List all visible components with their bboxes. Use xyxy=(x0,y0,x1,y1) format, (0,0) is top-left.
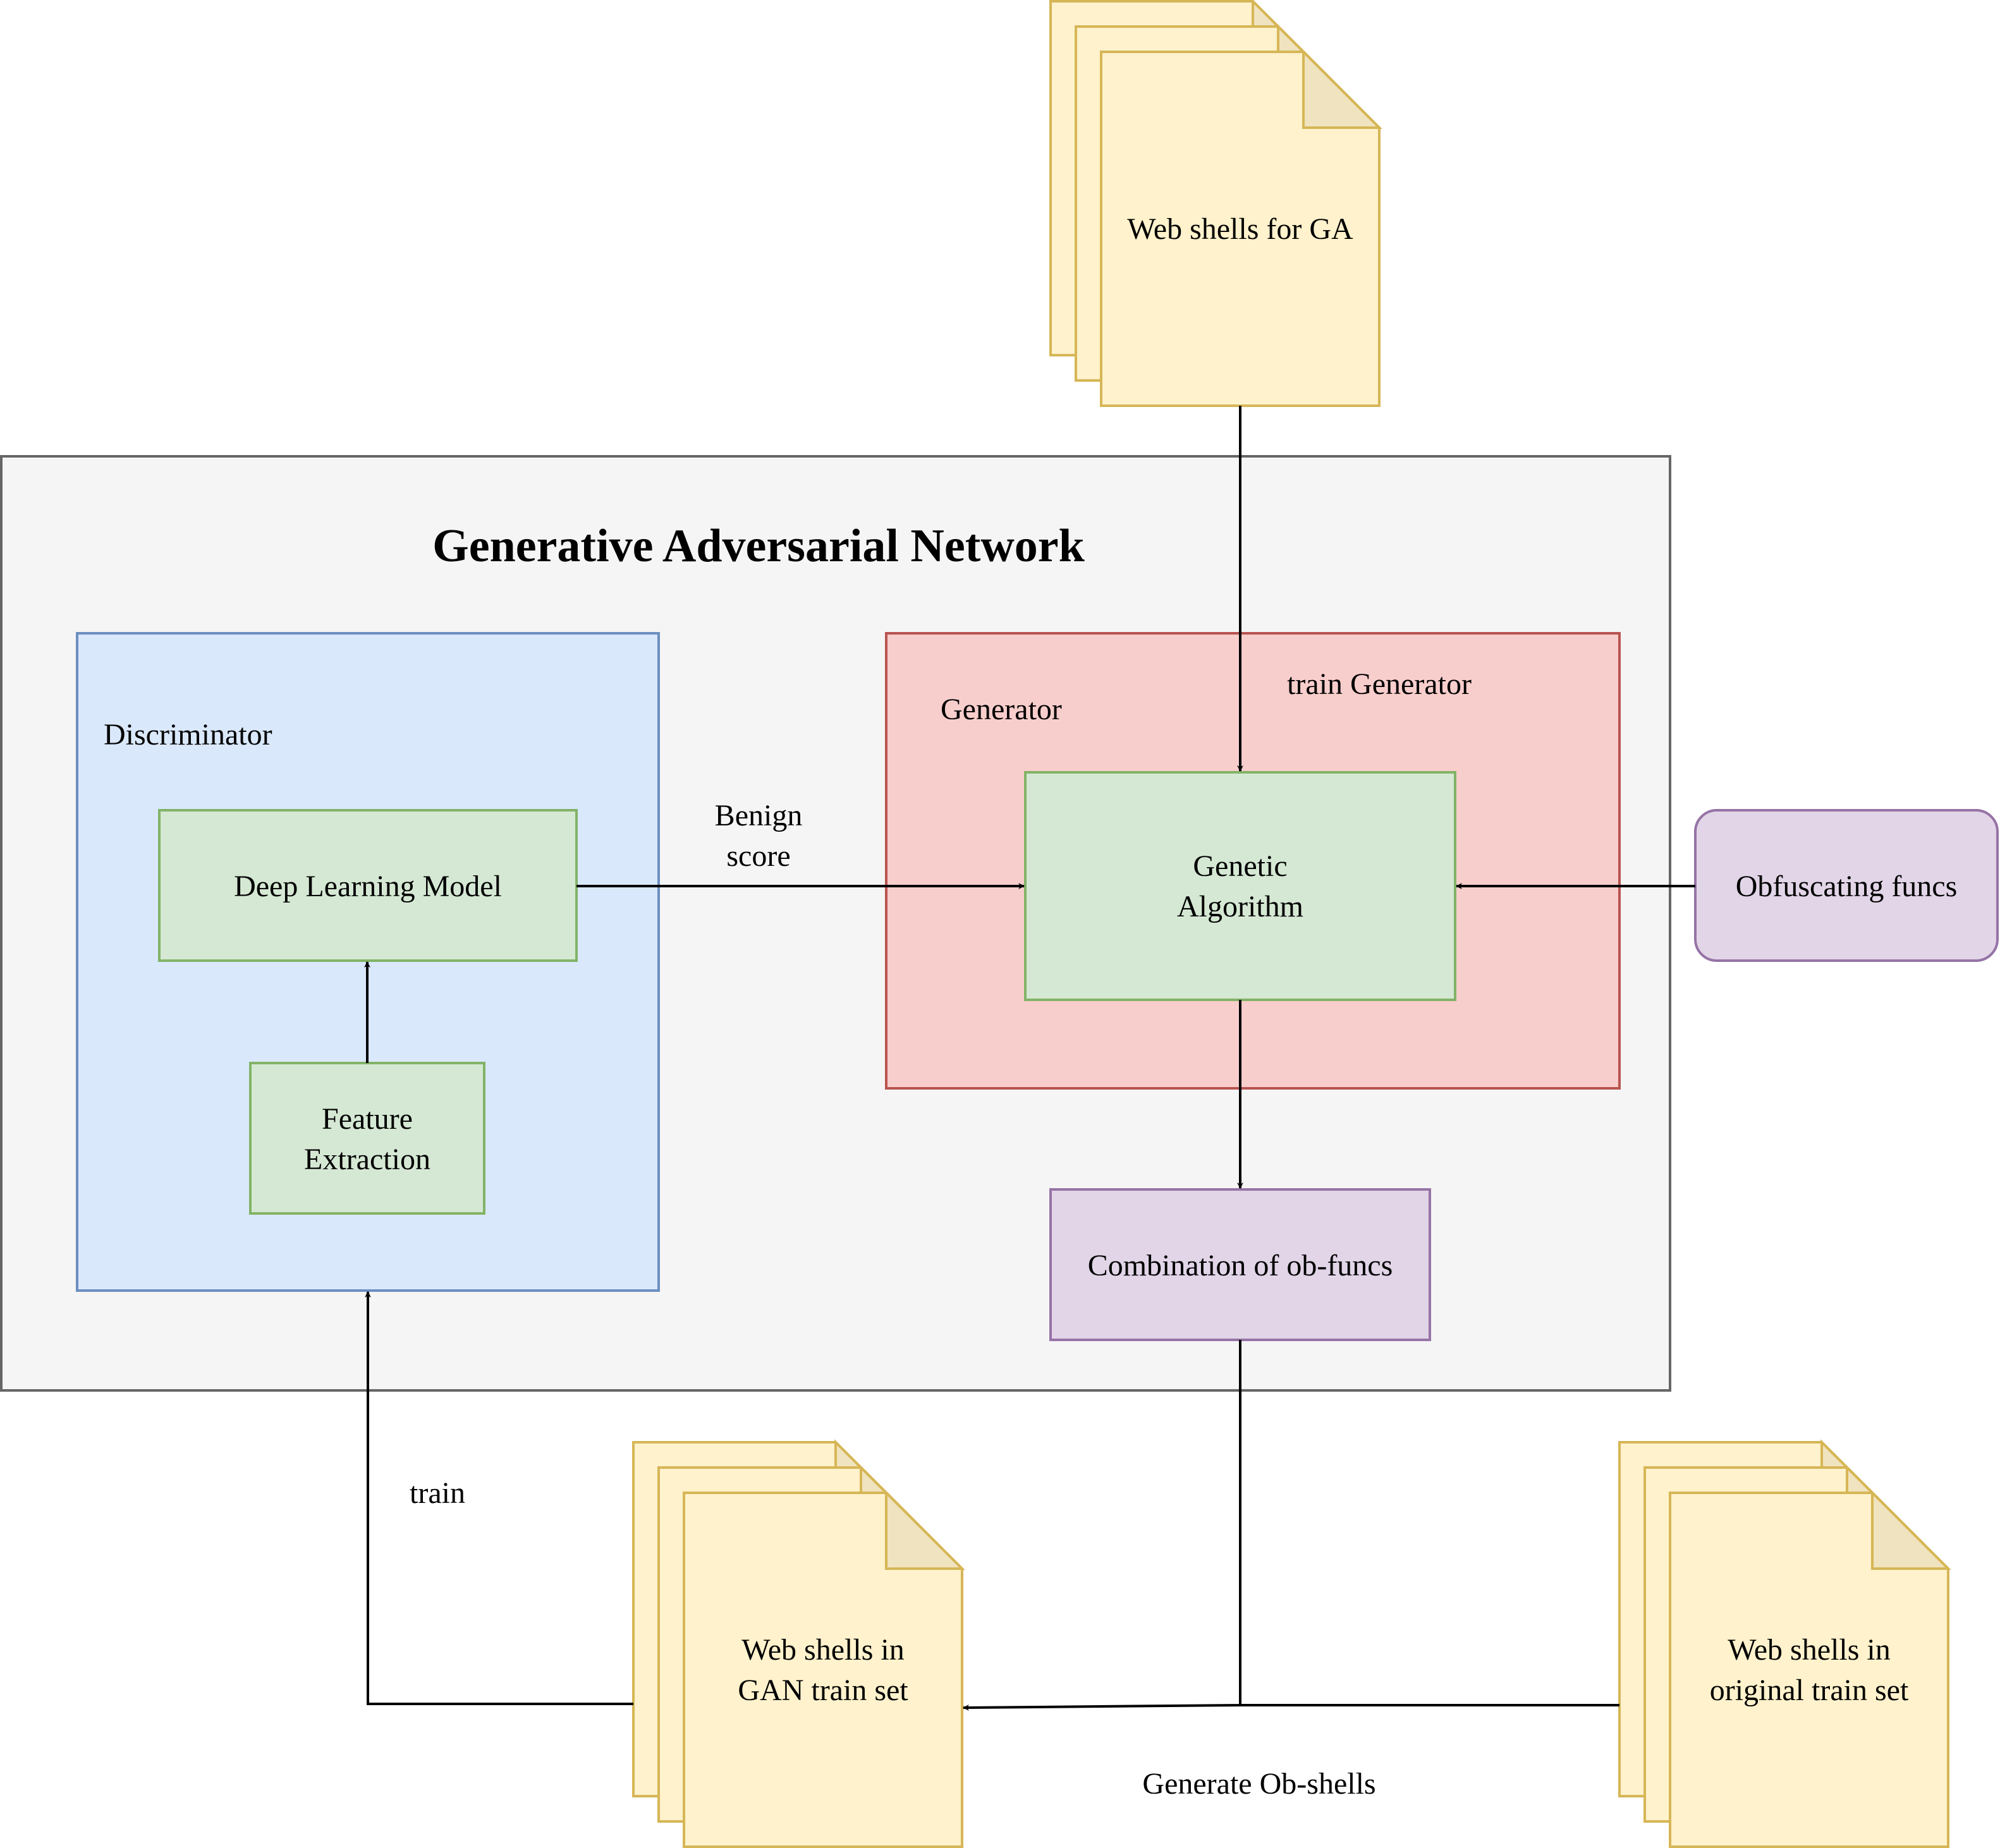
edge-label-train: train xyxy=(410,1476,465,1510)
doc-fold-front xyxy=(1302,49,1382,129)
edge-label-benign-score-line1: Benign xyxy=(715,799,803,832)
edge-label-generate-ob-shells: Generate Ob-shells xyxy=(1142,1767,1375,1801)
doc-stack-original-train-set xyxy=(1618,1439,1951,1848)
doc-sheet-front xyxy=(1669,1492,1949,1848)
doc-fold-front xyxy=(1871,1490,1951,1570)
doc-stack-ga-shells xyxy=(1049,0,1382,407)
generator-label: Generator xyxy=(941,693,1062,726)
doc-sheet-front xyxy=(683,1492,963,1848)
combination-label: Combination of ob-funcs xyxy=(1088,1249,1393,1282)
original-train-set-label-line1: Web shells in xyxy=(1728,1633,1890,1667)
feature-extraction-box xyxy=(249,1062,485,1215)
deep-learning-model-box xyxy=(158,809,578,962)
ga-shells-label: Web shells for GA xyxy=(1127,212,1353,246)
gan-train-set-label-line1: Web shells in xyxy=(741,1633,904,1667)
deep-learning-model-label: Deep Learning Model xyxy=(234,870,502,903)
edge-label-benign-score-line2: score xyxy=(726,839,790,873)
edge-label-train-generator: train Generator xyxy=(1287,667,1472,701)
edge-gan-train-set-to-discriminator xyxy=(365,1291,633,1705)
obfuscating-funcs-label: Obfuscating funcs xyxy=(1736,870,1958,903)
doc-stack-gan-train-set xyxy=(632,1439,965,1848)
doc-sheet-front xyxy=(1100,51,1381,407)
gan-train-set-label-line2: GAN train set xyxy=(738,1674,908,1707)
original-train-set-label-line2: original train set xyxy=(1710,1674,1909,1707)
doc-fold-front xyxy=(885,1490,965,1570)
feature-extraction-label-line2: Extraction xyxy=(304,1143,430,1176)
edge-combination-to-gan-train-set xyxy=(963,1340,1241,1711)
feature-extraction-label-line1: Feature xyxy=(322,1102,413,1136)
genetic-algorithm-label-line1: Genetic xyxy=(1193,849,1287,883)
gan-title: Generative Adversarial Network xyxy=(432,520,1085,572)
discriminator-label: Discriminator xyxy=(104,718,272,751)
genetic-algorithm-box xyxy=(1024,771,1456,1001)
genetic-algorithm-label-line2: Algorithm xyxy=(1177,890,1303,923)
